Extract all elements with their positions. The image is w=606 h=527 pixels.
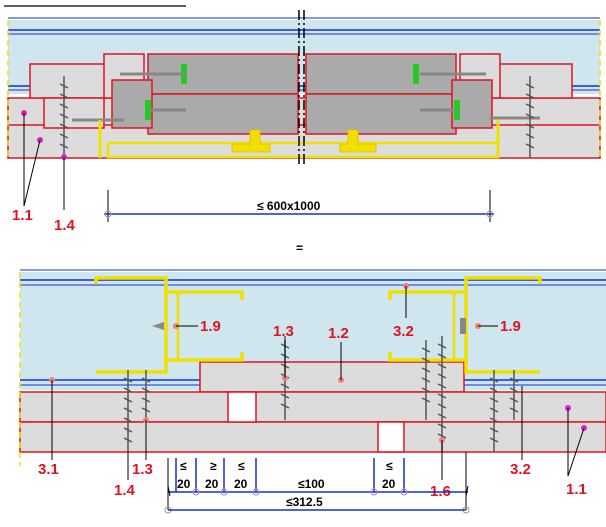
bottom-dimensions <box>164 452 470 514</box>
dim-1-value: 20 <box>177 477 191 491</box>
label-3-2-upper: 3.2 <box>393 323 414 340</box>
green-clip-3 <box>145 100 151 120</box>
top-dim-label: ≤ 600x1000 <box>257 199 321 213</box>
label-1-9-left: 1.9 <box>200 318 221 335</box>
label-3-2-lower: 3.2 <box>510 461 531 478</box>
yellow-bracket-left <box>231 129 271 153</box>
gray-board-low-left <box>147 93 299 135</box>
dim-5-value: 20 <box>382 477 396 491</box>
label-1-3-lower: 1.3 <box>132 461 153 478</box>
label-1-2: 1.2 <box>328 325 349 342</box>
green-clip-4 <box>454 100 460 120</box>
dim-2-symbol: ≥ <box>210 459 217 473</box>
dim-1-symbol: ≤ <box>180 459 187 473</box>
label-1-4-bottom: 1.4 <box>114 482 136 499</box>
gray-board-low-right <box>305 93 457 135</box>
left-block-low <box>43 97 105 129</box>
yellow-bracket-right <box>339 129 377 153</box>
dim-2-value: 20 <box>205 477 219 491</box>
dim-6-label: ≤312.5 <box>286 495 323 509</box>
left-c-profile <box>94 276 244 374</box>
panel-row-1 <box>19 391 606 423</box>
bottom-leaders <box>51 286 585 480</box>
anchor-left <box>152 322 164 330</box>
label-3-1: 3.1 <box>38 461 59 478</box>
top-dim-node-right <box>486 210 494 218</box>
section-break-mark: = <box>296 241 303 255</box>
top-dim-node-left <box>104 210 112 218</box>
center-board <box>199 361 465 393</box>
right-block-upper <box>496 63 573 99</box>
top-screw-right <box>525 76 535 158</box>
label-1-4-top: 1.4 <box>54 217 76 234</box>
bottom-section: 1.9 1.9 1.3 1.2 3.2 3.1 1.4 1.3 1.6 3.2 … <box>19 269 606 514</box>
panel-gap-lower <box>377 421 405 453</box>
dim-3-value: 20 <box>234 477 248 491</box>
green-clip-2 <box>413 64 419 84</box>
label-1-1-bottom: 1.1 <box>566 481 587 498</box>
leader-1-1 <box>23 113 41 207</box>
label-1-3-upper: 1.3 <box>273 323 294 340</box>
label-1-9-right: 1.9 <box>500 318 521 335</box>
dim-4-label: ≤100 <box>298 477 325 491</box>
anchor-right <box>460 318 466 334</box>
top-section: 1.1 1.4 ≤ 600x1000 <box>4 5 601 234</box>
dim-3-symbol: ≤ <box>238 459 245 473</box>
panel-row-2 <box>19 421 606 453</box>
panel-gap-upper <box>227 391 257 423</box>
label-1-1-top: 1.1 <box>12 207 33 224</box>
top-screw-left <box>59 76 69 158</box>
dim-5-symbol: ≤ <box>386 459 393 473</box>
left-block-upper <box>29 63 107 99</box>
